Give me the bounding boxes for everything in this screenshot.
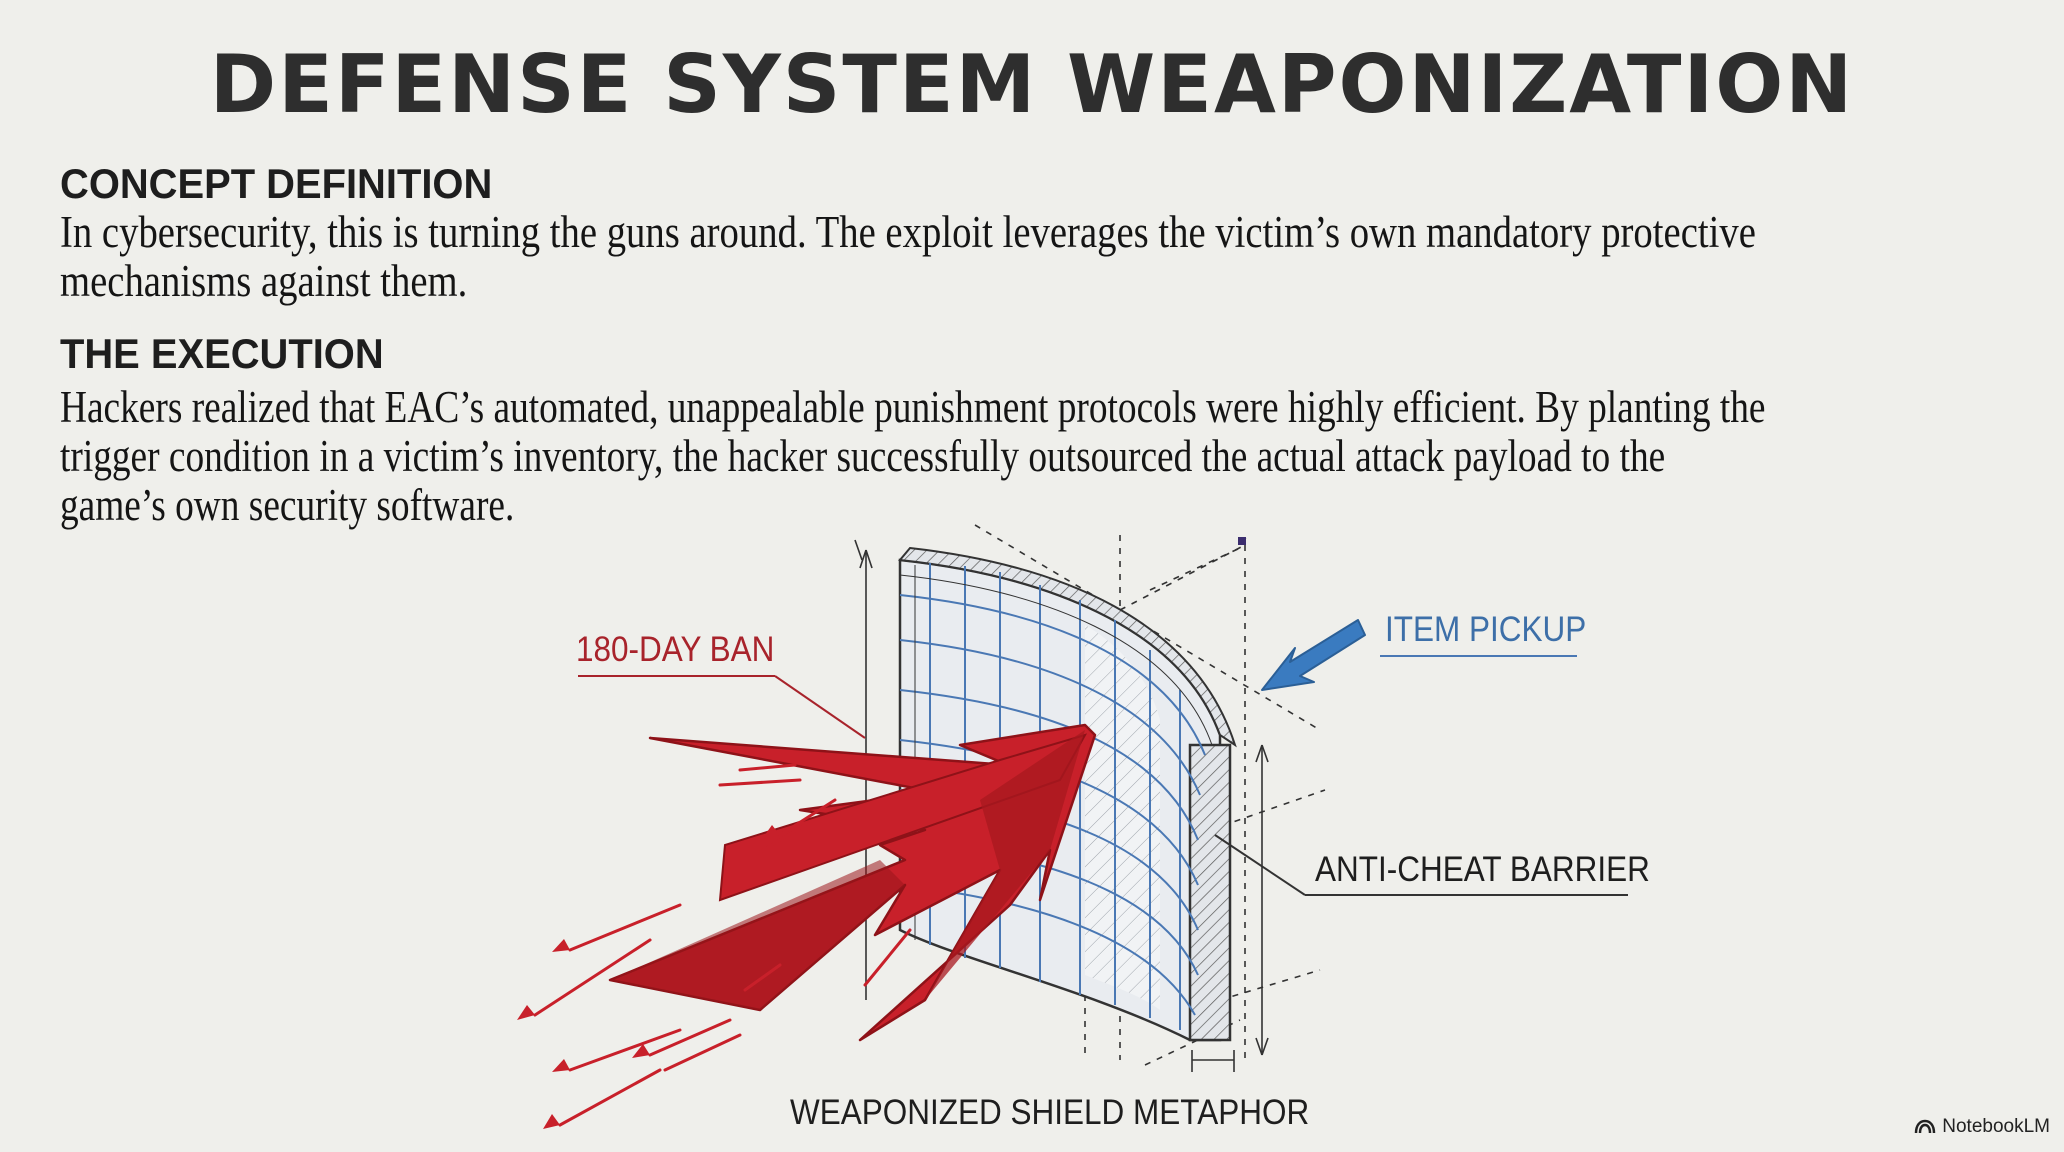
text-line: mechanisms against them.: [60, 256, 468, 306]
diagram-caption: WEAPONIZED SHIELD METAPHOR: [790, 1093, 1310, 1132]
shield-top-edge: [898, 546, 1237, 748]
speed-line-arrowheads: [517, 825, 780, 1129]
anti-cheat-barrier-label: ANTI-CHEAT BARRIER: [1315, 850, 1650, 889]
text-line: game’s own security software.: [60, 480, 515, 530]
item-pickup-arrow: [1261, 619, 1366, 691]
text-line: Hackers realized that EAC’s automated, u…: [60, 382, 1766, 432]
item-pickup-label: ITEM PICKUP: [1385, 610, 1587, 649]
red-arrow-shading: [925, 730, 1085, 1000]
shield-side-edge: [1188, 743, 1232, 1042]
red-arrow-shaft-shade: [610, 860, 905, 1010]
execution-text: Hackers realized that EAC’s automated, u…: [60, 383, 2060, 530]
speed-lines: [533, 763, 912, 1127]
concept-definition-text: In cybersecurity, this is turning the gu…: [60, 208, 2060, 306]
label-leader-lines: [578, 655, 1628, 896]
ban-arrow-group: [517, 723, 1097, 1129]
notebooklm-branding: NotebookLM: [1914, 1116, 2050, 1138]
concept-definition-heading: CONCEPT DEFINITION: [60, 160, 493, 207]
text-line: trigger condition in a victim’s inventor…: [60, 431, 1666, 481]
execution-heading: THE EXECUTION: [60, 330, 384, 377]
text-line: In cybersecurity, this is turning the gu…: [60, 207, 1756, 257]
slide-title: DEFENSE SYSTEM WEAPONIZATION: [209, 38, 1855, 131]
notebooklm-logo-icon: [1915, 1119, 1936, 1134]
ban-label: 180-DAY BAN: [576, 630, 775, 669]
brand-name: NotebookLM: [1942, 1116, 2050, 1137]
